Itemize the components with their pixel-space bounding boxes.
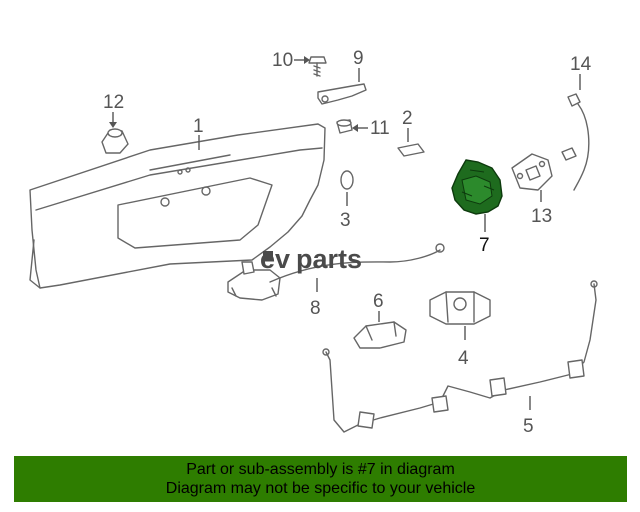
arrow-10 xyxy=(304,56,310,64)
part-11-clip[interactable] xyxy=(336,119,353,134)
callout-2: 2 xyxy=(402,108,413,129)
callout-8: 8 xyxy=(310,298,321,319)
callout-7: 7 xyxy=(479,235,490,256)
part-2-label[interactable] xyxy=(397,143,425,157)
part-13-striker[interactable] xyxy=(511,153,553,191)
callout-12: 12 xyxy=(103,92,124,113)
part-4-latch[interactable] xyxy=(429,291,491,325)
part-6-cover[interactable] xyxy=(353,321,407,349)
part-1-garnish-panel[interactable] xyxy=(29,123,326,289)
callout-11: 11 xyxy=(370,118,390,139)
watermark-prefix: ev xyxy=(260,244,290,274)
part-14-cable[interactable] xyxy=(561,93,590,191)
watermark-logo: ev parts xyxy=(260,244,362,274)
arrow-12 xyxy=(109,122,117,128)
callout-6: 6 xyxy=(373,291,384,312)
callout-13: 13 xyxy=(531,206,552,227)
watermark-suffix: parts xyxy=(296,244,362,274)
footer-line-2: Diagram may not be specific to your vehi… xyxy=(165,480,476,497)
callout-10: 10 xyxy=(272,50,293,71)
callout-4: 4 xyxy=(458,348,469,369)
callout-14: 14 xyxy=(570,54,592,75)
footer-line-1: Part or sub-assembly is #7 in diagram xyxy=(186,461,455,478)
part-5-rod-assembly[interactable] xyxy=(322,280,598,433)
arrow-11 xyxy=(352,124,358,132)
callout-9: 9 xyxy=(353,48,364,69)
part-3-grommet[interactable] xyxy=(340,170,354,190)
part-8-release-cable[interactable] xyxy=(227,243,445,301)
callout-5: 5 xyxy=(523,416,534,437)
part-10-bolt[interactable] xyxy=(308,56,327,77)
part-12-nut[interactable] xyxy=(101,128,129,154)
part-9-bracket[interactable] xyxy=(317,83,367,105)
footer-banner: Part or sub-assembly is #7 in diagram Di… xyxy=(14,456,627,502)
callout-3: 3 xyxy=(340,210,351,231)
part-7-lock-actuator[interactable] xyxy=(451,159,503,215)
callout-1: 1 xyxy=(193,116,204,137)
